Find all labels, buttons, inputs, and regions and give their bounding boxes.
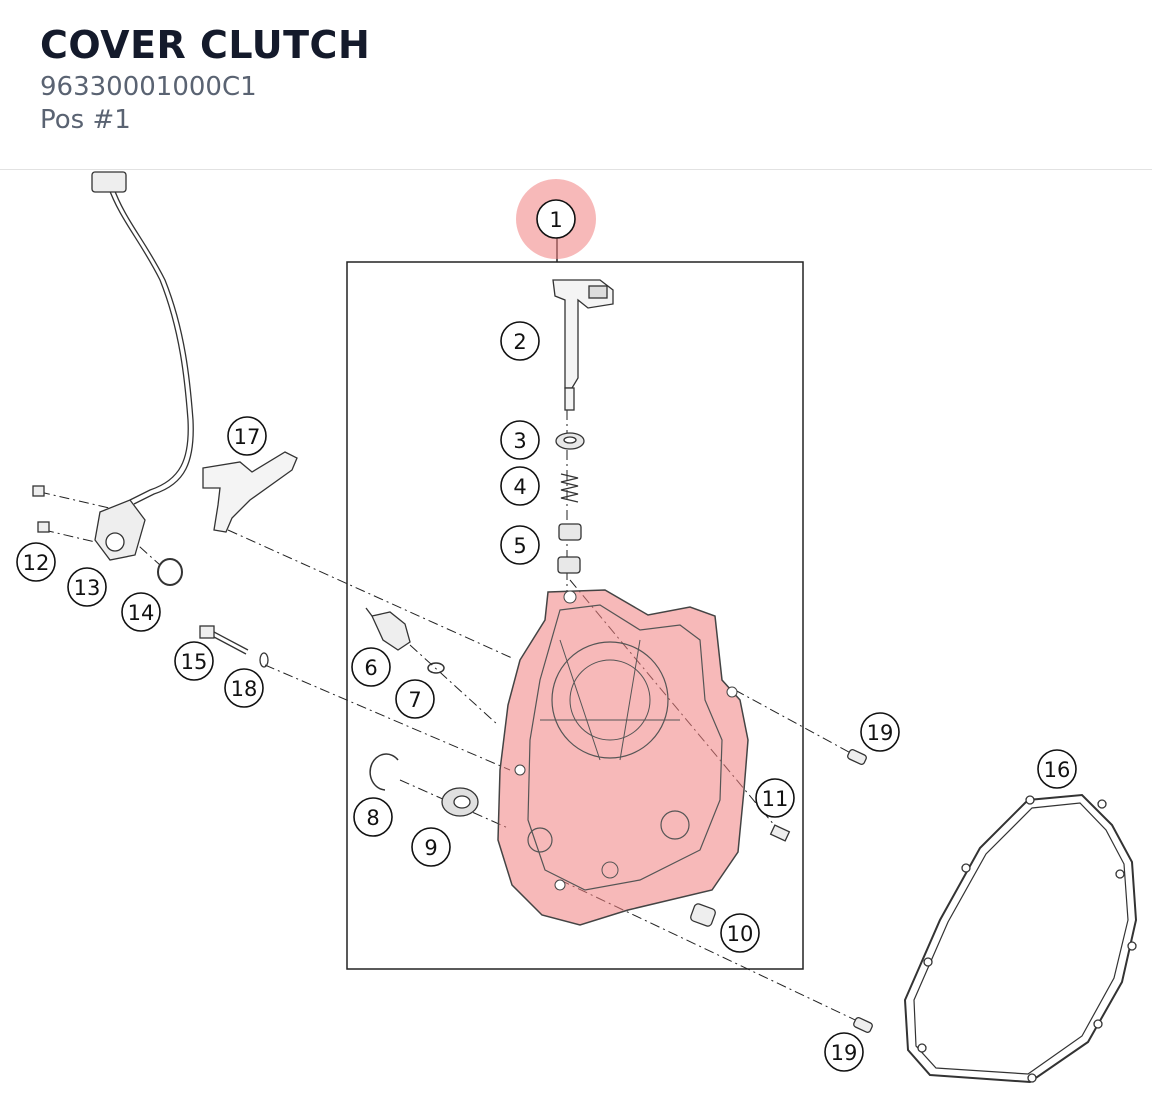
seal-part xyxy=(555,432,585,450)
spring-part xyxy=(560,473,579,503)
svg-text:18: 18 xyxy=(231,677,258,701)
callout-10[interactable]: 10 xyxy=(720,913,760,953)
svg-text:9: 9 xyxy=(424,836,437,860)
callout-1[interactable]: 1 xyxy=(536,199,576,239)
svg-text:2: 2 xyxy=(513,330,526,354)
callout-2[interactable]: 2 xyxy=(500,321,540,361)
svg-text:19: 19 xyxy=(831,1041,858,1065)
callout-4[interactable]: 4 xyxy=(500,466,540,506)
exploded-parts-diagram: 1 2 3 4 5 6 7 8 9 10 11 12 13 14 15 16 1… xyxy=(16,171,1138,1084)
callout-5[interactable]: 5 xyxy=(500,525,540,565)
svg-text:12: 12 xyxy=(23,551,50,575)
bolt-part xyxy=(199,625,249,655)
callout-19-lower[interactable]: 19 xyxy=(824,1032,864,1072)
header: COVER CLUTCH 96330001000C1 Pos #1 xyxy=(0,0,1152,170)
callout-9[interactable]: 9 xyxy=(411,827,451,867)
callout-16[interactable]: 16 xyxy=(1037,749,1077,789)
svg-text:11: 11 xyxy=(762,787,789,811)
svg-text:7: 7 xyxy=(408,688,421,712)
callout-12[interactable]: 12 xyxy=(16,542,56,582)
callout-8[interactable]: 8 xyxy=(353,797,393,837)
plug-part xyxy=(769,824,791,842)
svg-text:4: 4 xyxy=(513,475,526,499)
callout-18[interactable]: 18 xyxy=(224,668,264,708)
callout-14[interactable]: 14 xyxy=(121,592,161,632)
callout-11[interactable]: 11 xyxy=(755,778,795,818)
svg-text:16: 16 xyxy=(1044,758,1071,782)
cover-clutch-highlight xyxy=(497,589,749,926)
svg-text:5: 5 xyxy=(513,534,526,558)
bracket-part xyxy=(202,451,298,533)
screws-part xyxy=(32,485,50,533)
seal-ring-part xyxy=(157,558,183,586)
svg-text:3: 3 xyxy=(513,429,526,453)
dowel-part-lower xyxy=(853,1017,873,1033)
bearing-9-part xyxy=(441,787,479,817)
sensor-part xyxy=(365,607,411,651)
svg-text:1: 1 xyxy=(549,208,562,232)
position-label: Pos #1 xyxy=(40,105,131,135)
callout-7[interactable]: 7 xyxy=(395,679,435,719)
circlip-part xyxy=(369,753,399,791)
svg-text:13: 13 xyxy=(74,576,101,600)
svg-text:15: 15 xyxy=(181,650,208,674)
svg-text:14: 14 xyxy=(128,601,155,625)
callout-6[interactable]: 6 xyxy=(351,647,391,687)
page-title: COVER CLUTCH xyxy=(40,23,371,67)
shaft-part xyxy=(552,279,614,411)
callout-17[interactable]: 17 xyxy=(227,416,267,456)
wire-harness-part xyxy=(91,171,194,505)
svg-text:10: 10 xyxy=(727,922,754,946)
gasket-part xyxy=(903,793,1138,1084)
assembly-frame xyxy=(346,261,804,970)
callout-19-upper[interactable]: 19 xyxy=(860,712,900,752)
svg-text:8: 8 xyxy=(366,806,379,830)
dowel-part-upper xyxy=(847,749,867,765)
part-number: 96330001000C1 xyxy=(40,72,257,102)
callout-balloons: 1 2 3 4 5 6 7 8 9 10 11 12 13 14 15 16 1… xyxy=(16,199,1077,1072)
svg-text:6: 6 xyxy=(364,656,377,680)
svg-text:17: 17 xyxy=(234,425,261,449)
bushing-part xyxy=(690,903,716,927)
washer-part xyxy=(259,652,269,668)
o-ring-part xyxy=(427,662,445,674)
callout-3[interactable]: 3 xyxy=(500,420,540,460)
callout-13[interactable]: 13 xyxy=(67,567,107,607)
svg-text:19: 19 xyxy=(867,721,894,745)
slave-cylinder-part xyxy=(94,499,146,561)
callout-15[interactable]: 15 xyxy=(174,641,214,681)
bearing-part xyxy=(557,523,582,574)
